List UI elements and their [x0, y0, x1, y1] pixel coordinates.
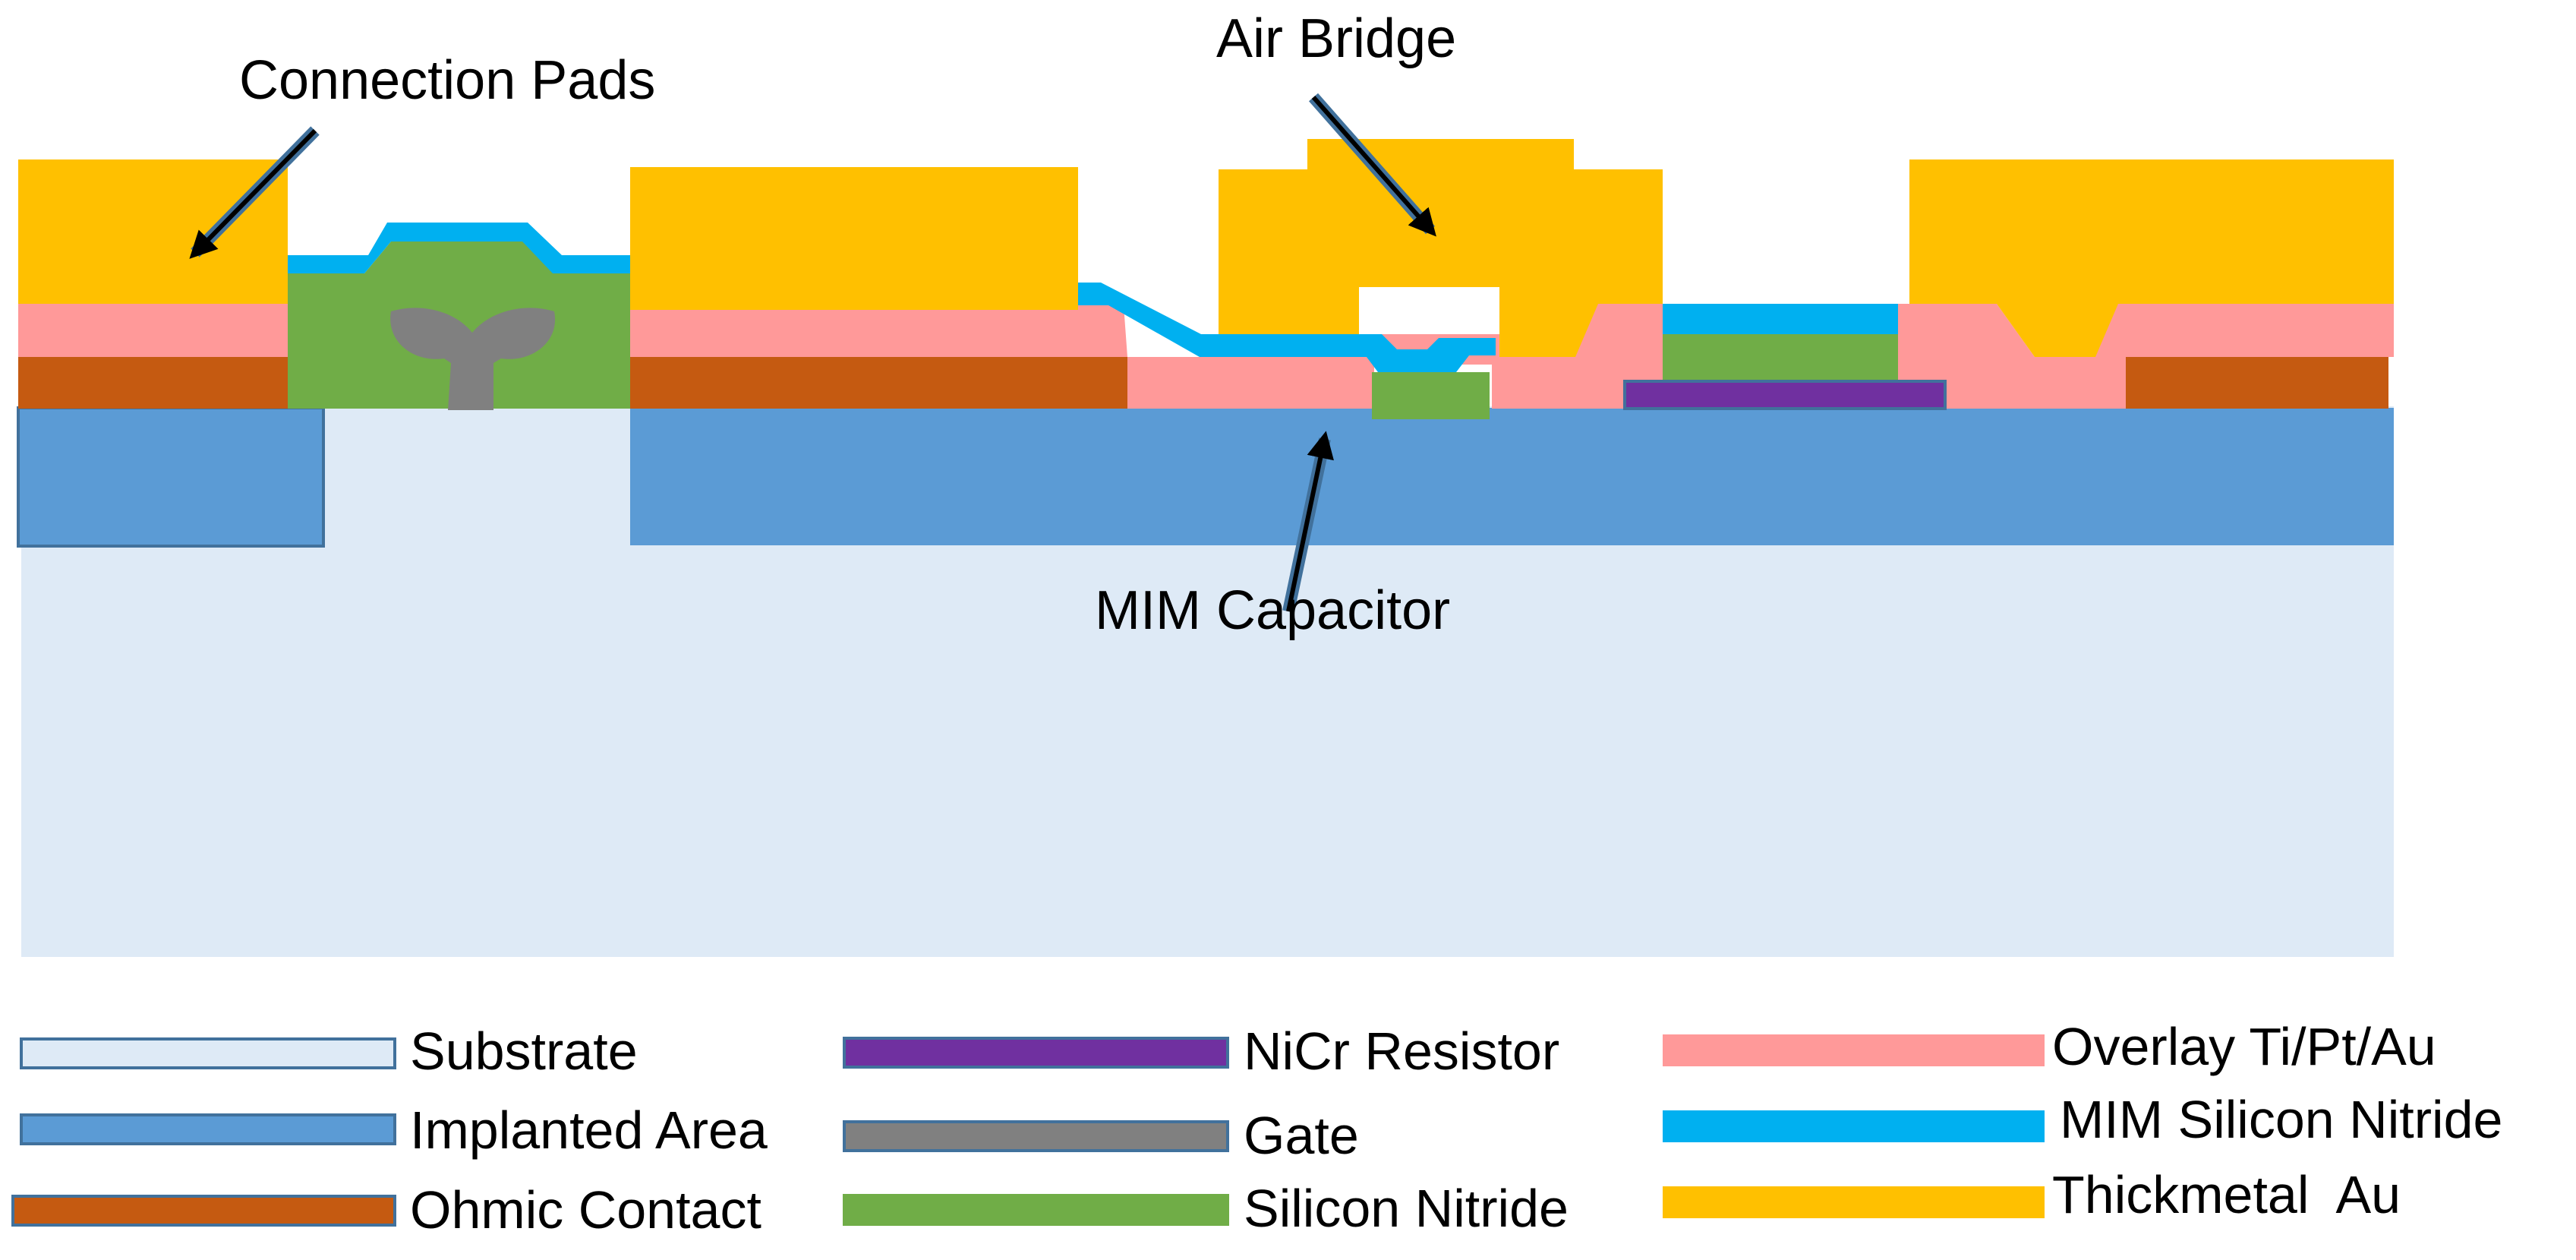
legend-swatch-nicr-resistor [843, 1037, 1229, 1069]
silicon-nitride-resistor [1663, 334, 1898, 380]
overlay-right [1898, 304, 2394, 409]
legend-label-overlay: Overlay Ti/Pt/Au [2052, 1017, 2436, 1076]
legend-label-substrate: Substrate [410, 1022, 638, 1081]
air-bridge-gap [1359, 287, 1499, 334]
thickmetal-pad-left [18, 159, 288, 304]
implanted-area-left [17, 406, 325, 548]
callout-mim-capacitor: MIM Capacitor [1095, 580, 1450, 641]
callout-connection-pads: Connection Pads [239, 50, 655, 111]
thickmetal-pad-center [630, 167, 1078, 310]
implanted-area-main [630, 408, 2394, 545]
overlay-right-a [1492, 357, 1663, 409]
air-bridge-arrow-core [1311, 96, 1436, 237]
legend-label-thickmetal: Thickmetal Au [2052, 1165, 2401, 1224]
gate-electrode [390, 308, 556, 410]
legend-swatch-mim-nitride [1663, 1110, 2045, 1142]
callout-air-bridge: Air Bridge [1216, 8, 1456, 69]
thickmetal-air-bridge [1219, 139, 1663, 357]
legend-label-implanted-area: Implanted Area [410, 1101, 768, 1160]
ohmic-contact-right [2126, 357, 2388, 409]
legend-swatch-silicon-nitride [843, 1194, 1229, 1226]
mim-capacitor-arrow-core [1286, 431, 1334, 612]
mim-nitride-resistor-top [1663, 304, 1898, 334]
ohmic-contact-center [596, 357, 1127, 409]
legend-label-nicr-resistor: NiCr Resistor [1244, 1022, 1559, 1081]
legend-swatch-substrate [20, 1037, 396, 1069]
legend-swatch-implanted-area [20, 1113, 396, 1145]
overlay-center [630, 304, 1663, 409]
legend-swatch-overlay [1663, 1034, 2045, 1066]
silicon-nitride-mim [1372, 372, 1490, 419]
legend-label-ohmic-contact: Ohmic Contact [410, 1180, 761, 1239]
connection-pads-arrow-core [189, 128, 317, 259]
legend-swatch-gate [843, 1120, 1229, 1152]
mim-nitride-gate-cap [288, 223, 630, 273]
nicr-resistor-element [1623, 380, 1947, 410]
legend-swatch-ohmic-contact [11, 1195, 396, 1227]
thickmetal-pad-right [1909, 159, 2394, 357]
legend-swatch-thickmetal [1663, 1186, 2045, 1218]
overlay-left [18, 304, 288, 357]
legend-label-mim-nitride: MIM Silicon Nitride [2060, 1090, 2502, 1149]
legend-label-silicon-nitride: Silicon Nitride [1244, 1179, 1569, 1238]
mim-nitride-airbridge [1078, 283, 1496, 372]
legend-label-gate: Gate [1244, 1106, 1359, 1165]
